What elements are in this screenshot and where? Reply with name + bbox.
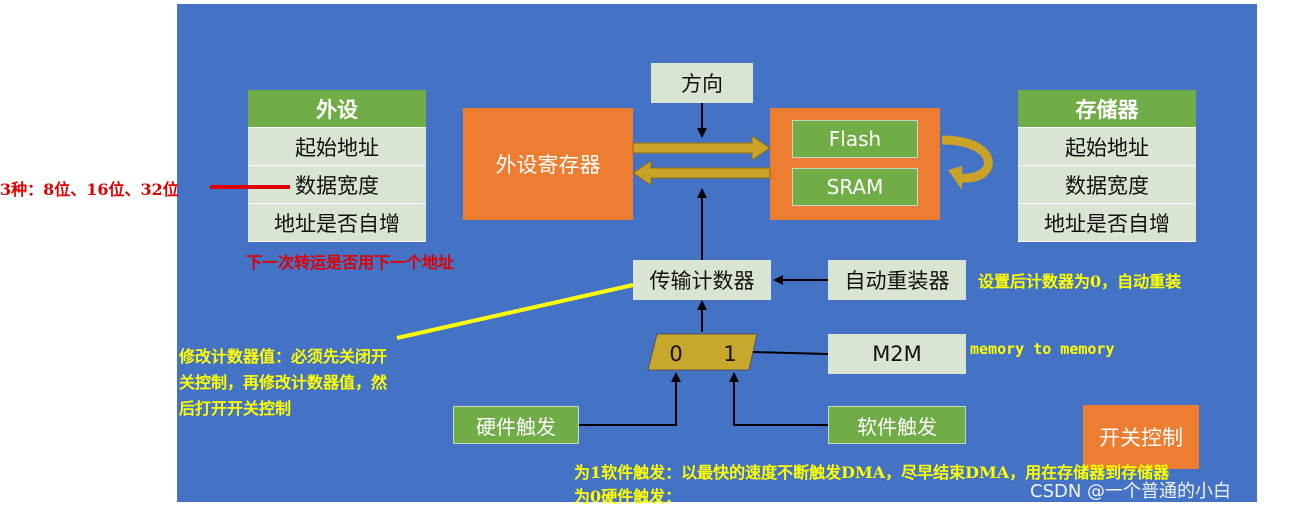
memory-start-address: 起始地址 — [1018, 128, 1196, 166]
direction-box: 方向 — [651, 63, 753, 103]
peripheral-address-increment: 地址是否自增 — [248, 204, 426, 242]
left-transfer-arrow — [632, 160, 771, 186]
sram-box: SRAM — [792, 168, 918, 206]
mux-input-0: 0 — [669, 342, 683, 366]
watermark: CSDN @一个普通的小白 — [1030, 481, 1232, 502]
m2m-note: memory to memory — [970, 340, 1115, 358]
next-transfer-note: 下一次转运是否用下一个地址 — [246, 253, 455, 272]
transfer-counter-box: 传输计数器 — [633, 260, 771, 300]
memory-loop-arrowhead — [948, 166, 962, 190]
hardware-trigger-box: 硬件触发 — [453, 406, 579, 444]
width-options-note: 3种：8位、16位、32位 — [0, 180, 179, 199]
switch-control-box: 开关控制 — [1083, 405, 1199, 469]
hardware-trigger-arrow — [579, 372, 681, 426]
peripheral-start-address: 起始地址 — [248, 128, 426, 166]
trigger-selector-mux — [647, 333, 758, 371]
memory-address-increment: 地址是否自增 — [1018, 204, 1196, 242]
memory-data-width: 数据宽度 — [1018, 166, 1196, 204]
reload-note: 设置后计数器为0，自动重装 — [978, 272, 1182, 291]
counter-note-pointer — [396, 283, 634, 340]
software-trigger-box: 软件触发 — [828, 406, 966, 444]
memory-title: 存储器 — [1018, 90, 1196, 128]
m2m-box: M2M — [828, 334, 966, 374]
peripheral-title: 外设 — [248, 90, 426, 128]
trigger-note-line1: 为1软件触发：以最快的速度不断触发DMA，尽早结束DMA，用在存储器到存储器 — [574, 463, 1170, 482]
peripheral-table: 外设 起始地址 数据宽度 地址是否自增 — [248, 90, 426, 242]
peripheral-register-box: 外设寄存器 — [463, 108, 633, 220]
trigger-note-line2: 为0硬件触发： — [574, 487, 682, 506]
m2m-line — [752, 351, 829, 355]
memory-loop-arrow — [941, 135, 993, 183]
auto-reload-box: 自动重装器 — [828, 260, 966, 300]
memory-table: 存储器 起始地址 数据宽度 地址是否自增 — [1018, 90, 1196, 242]
mux-input-1: 1 — [723, 342, 737, 366]
flash-box: Flash — [792, 120, 918, 158]
software-trigger-arrow — [729, 372, 828, 426]
modify-counter-note: 修改计数器值：必须先关闭开关控制，再修改计数器值，然后打开开关控制 — [179, 347, 388, 418]
right-transfer-arrow — [632, 135, 771, 161]
